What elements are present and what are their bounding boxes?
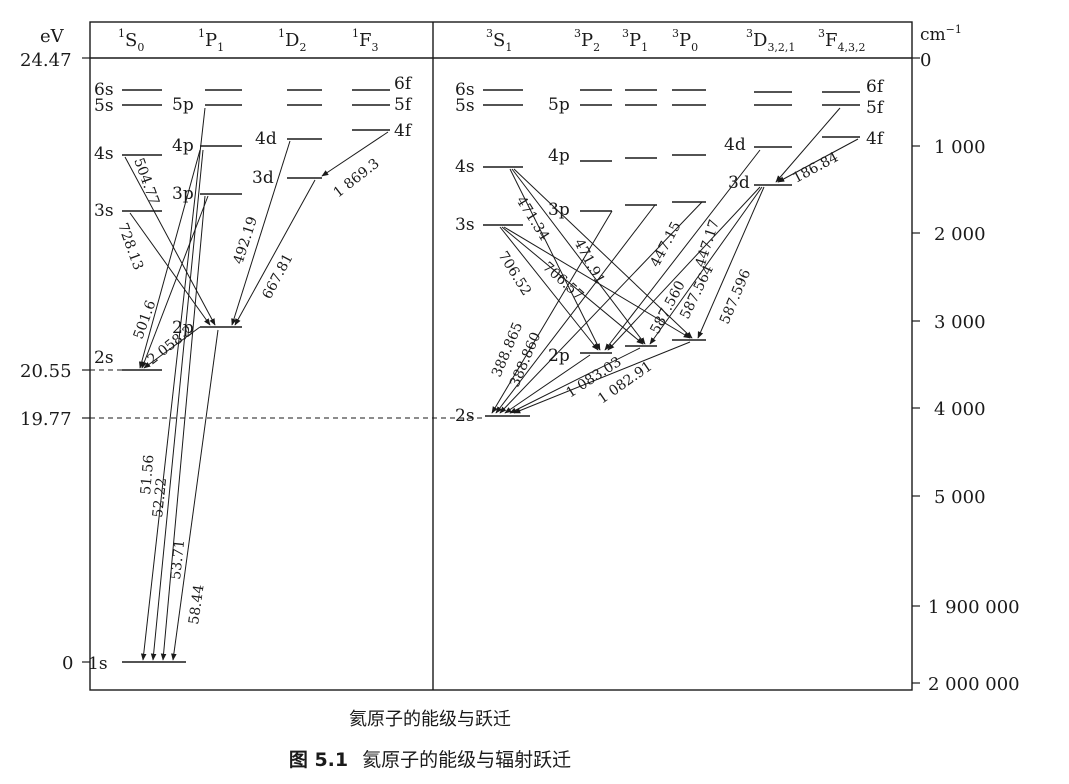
wavelength-label: 706.52	[495, 249, 535, 299]
header-1D2: 1D2	[278, 27, 306, 54]
wavelength-label: 667.81	[259, 251, 296, 302]
helium-energy-level-diagram: eV 24.47 20.55 19.77 0 cm−1 0 1 000 2 00…	[20, 21, 1020, 695]
level-label: 5s	[455, 96, 475, 116]
level-label: 6f	[394, 74, 413, 94]
wavelength-label: 1 869.3	[331, 156, 383, 202]
wavelength-label: 52.22	[150, 477, 170, 519]
triplet-transition-arrows	[491, 107, 859, 414]
level-label: 4s	[94, 144, 114, 164]
level-label: 2p	[172, 318, 194, 338]
singlet-level-lines	[122, 89, 390, 663]
figure-inner-caption: 氦原子的能级与跃迁	[349, 709, 511, 730]
header-3P1: 3P1	[622, 27, 648, 54]
wavelength-label: 471.91	[570, 236, 607, 287]
level-label: 5s	[94, 96, 114, 116]
wavelength-label: 58.44	[186, 584, 207, 626]
right-axis-unit: cm−1	[920, 23, 962, 45]
header-3P0: 3P0	[672, 27, 698, 54]
right-tick-label: 1 000	[934, 137, 986, 158]
right-tick-label: 0	[920, 50, 931, 71]
level-label: 3p	[548, 200, 570, 220]
level-label: 1s	[88, 654, 108, 674]
wavelength-label: 447.17	[693, 218, 723, 270]
right-tick-label: 5 000	[934, 487, 986, 508]
left-axis-unit: eV	[40, 26, 65, 47]
level-label: 3d	[728, 173, 750, 193]
header-3F432: 3F4,3,2	[818, 27, 866, 54]
right-tick-label: 3 000	[934, 312, 986, 333]
wavelength-label: 53.71	[168, 539, 188, 581]
dashed-guides	[90, 58, 485, 690]
wavelength-label: 504.77	[130, 156, 162, 208]
wavelength-label: 51.56	[138, 454, 157, 495]
left-axis	[82, 57, 90, 663]
level-label: 3d	[252, 168, 274, 188]
triplet-level-lines	[483, 89, 860, 417]
level-label: 4s	[455, 157, 475, 177]
header-3D321: 3D3,2,1	[746, 27, 795, 54]
left-tick-label: 0	[62, 653, 73, 674]
triplet-transition-labels: 471.34 471.91 706.52 706.57 388.865 388.…	[489, 149, 841, 407]
wavelength-label: 186.84	[790, 149, 841, 186]
header-3P2: 3P2	[574, 27, 600, 54]
right-tick-label: 1 900 000	[928, 597, 1020, 618]
level-label: 4d	[724, 135, 746, 155]
level-label: 5f	[394, 95, 413, 115]
level-label: 4f	[866, 129, 885, 149]
level-label: 4f	[394, 121, 413, 141]
level-label: 3s	[455, 215, 475, 235]
level-label: 6s	[455, 80, 475, 100]
triplet-level-labels: 6s 5s 4s 3s 2s 5p 4p 3p 2p 4d 3d 6f 5f 4…	[455, 77, 885, 426]
level-label: 4p	[172, 136, 194, 156]
header-1F3: 1F3	[352, 27, 379, 54]
level-label: 5p	[548, 95, 570, 115]
level-label: 5f	[866, 98, 885, 118]
level-label: 3s	[94, 201, 114, 221]
left-tick-label: 19.77	[20, 409, 72, 430]
singlet-headers: 1S0 1P1 1D2 1F3	[118, 27, 379, 54]
figure-title: 氦原子的能级与辐射跃迁	[362, 749, 572, 771]
right-axis	[912, 57, 920, 684]
level-label: 6f	[866, 77, 885, 97]
level-label: 4p	[548, 146, 570, 166]
level-label: 2p	[548, 346, 570, 366]
wavelength-label: 492.19	[231, 215, 261, 267]
level-label: 2s	[94, 348, 114, 368]
left-tick-label: 20.55	[20, 361, 72, 382]
level-label: 4d	[255, 129, 277, 149]
triplet-headers: 3S1 3P2 3P1 3P0 3D3,2,1 3F4,3,2	[486, 27, 866, 54]
level-label: 3p	[172, 184, 194, 204]
singlet-transition-arrows	[124, 107, 389, 661]
header-1S0: 1S0	[118, 27, 144, 54]
figure-number: 图 5.1	[288, 749, 349, 771]
figure-caption: 图 5.1 氦原子的能级与辐射跃迁	[0, 745, 860, 772]
wavelength-label: 2 058.2	[145, 323, 197, 369]
level-label: 2s	[455, 406, 475, 426]
wavelength-label: 447.15	[647, 219, 684, 270]
level-label: 5p	[172, 95, 194, 115]
level-label: 6s	[94, 80, 114, 100]
right-tick-label: 2 000	[934, 224, 986, 245]
header-1P1: 1P1	[198, 27, 224, 54]
left-tick-label: 24.47	[20, 50, 72, 71]
singlet-level-labels: 6s 5s 4s 3s 2s 1s 5p 4p 3p 2p 4d 3d 6f 5…	[88, 74, 413, 674]
header-3S1: 3S1	[486, 27, 512, 54]
right-tick-label: 2 000 000	[928, 674, 1020, 695]
right-tick-label: 4 000	[934, 399, 986, 420]
wavelength-label: 587.596	[717, 267, 754, 327]
